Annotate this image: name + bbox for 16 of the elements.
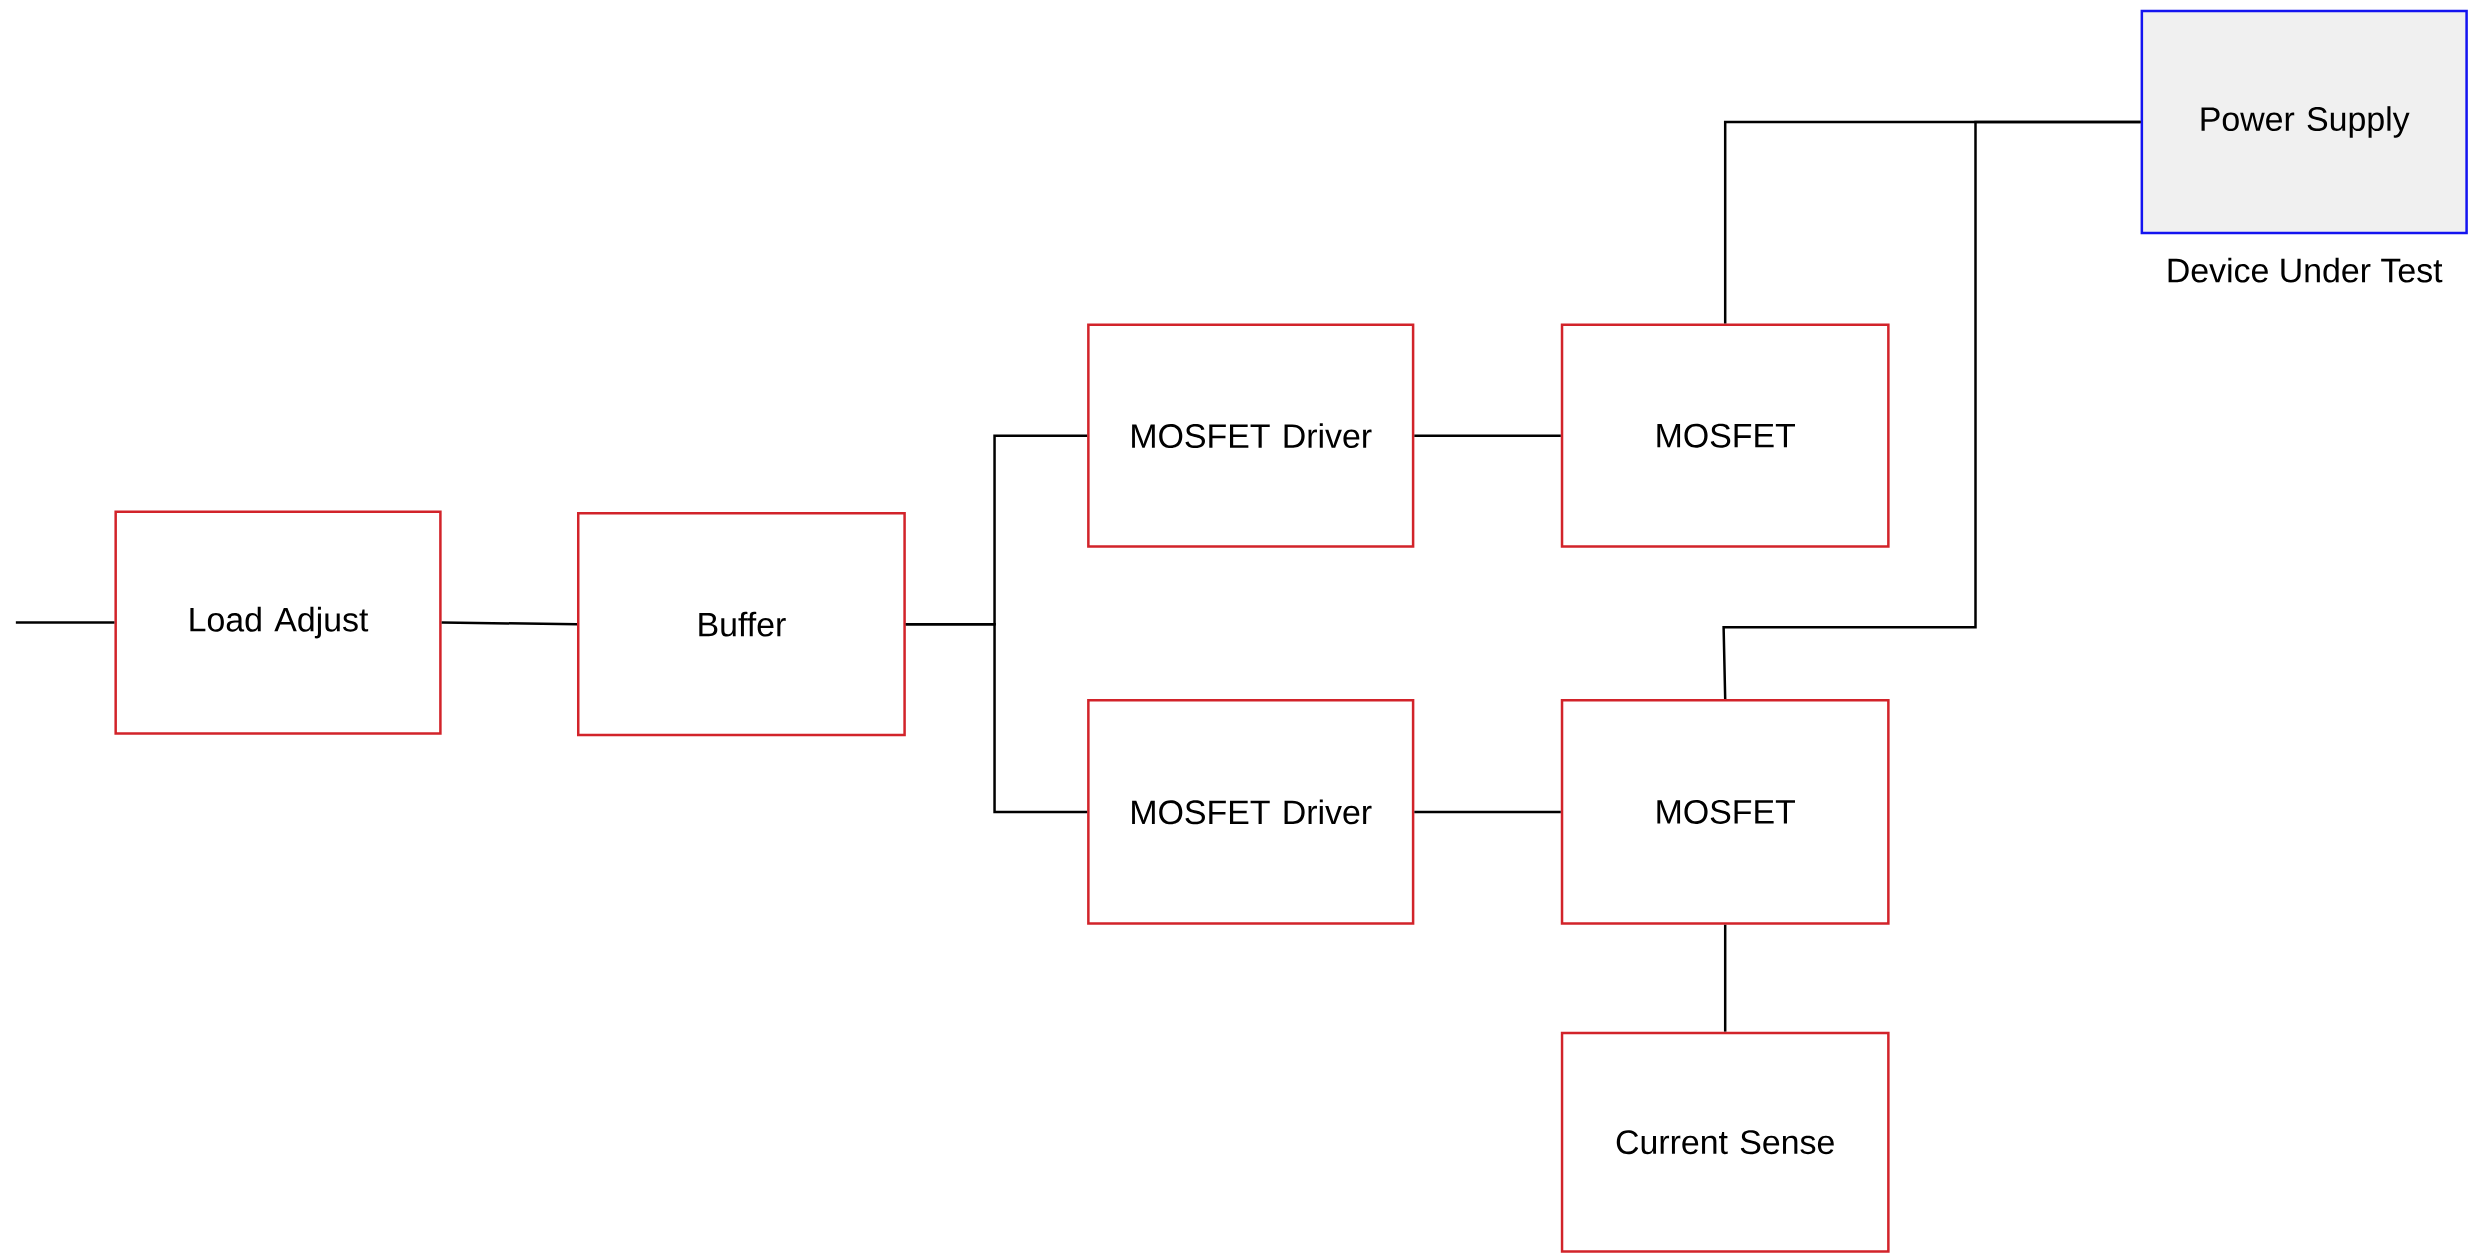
block-box: MOSFET Driver <box>1087 698 1415 925</box>
connector-line <box>1723 924 1727 1032</box>
connector-line <box>1414 810 1561 814</box>
connector-line <box>905 622 1088 814</box>
connector-line <box>1414 434 1561 437</box>
block-box: Power Supply <box>2140 9 2468 235</box>
connector-line <box>1722 120 2141 699</box>
block-box: MOSFET Driver <box>1087 323 1415 548</box>
connector-line <box>15 621 115 624</box>
block-box: Buffer <box>577 511 906 737</box>
connector-line <box>441 621 577 626</box>
block-box: Load Adjust <box>114 510 442 735</box>
block-box: MOSFET <box>1560 323 1890 548</box>
block-box: MOSFET <box>1560 698 1890 925</box>
block-box: Current Sense <box>1560 1031 1890 1253</box>
caption-text: Device Under Test <box>2168 257 2443 283</box>
